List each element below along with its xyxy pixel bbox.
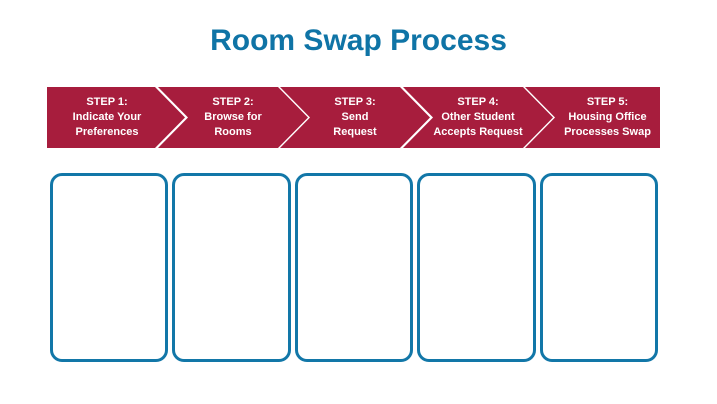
process-step-1: STEP 1: Indicate Your Preferences	[47, 87, 185, 148]
step-label: STEP 1:	[86, 96, 128, 108]
step-label: STEP 3:	[334, 96, 376, 108]
step-description: Indicate Your Preferences	[72, 111, 142, 138]
page-title: Room Swap Process	[210, 24, 507, 57]
step-description: Browse for Rooms	[204, 111, 262, 138]
empty-card-5	[539, 173, 659, 362]
step-label: STEP 2:	[212, 96, 254, 108]
step-description: Housing Office Processes Swap	[564, 111, 651, 138]
process-arrow-banner: STEP 1: Indicate Your Preferences STEP 2…	[47, 87, 660, 148]
step-description: Send Request	[333, 111, 377, 138]
empty-cards-row	[50, 173, 659, 362]
step-label: STEP 4:	[457, 96, 499, 108]
empty-card-4	[417, 173, 536, 362]
empty-card-3	[294, 173, 414, 362]
empty-card-1	[50, 173, 169, 362]
step-label: STEP 5:	[586, 96, 629, 108]
step-description: Other Student Accepts Request	[433, 111, 523, 138]
empty-card-2	[172, 173, 291, 362]
